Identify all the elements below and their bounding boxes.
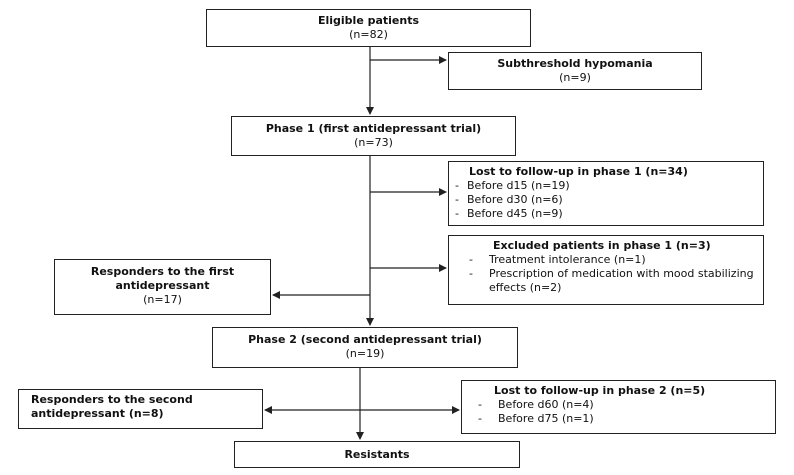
lost2-title: Lost to follow-up in phase 2 (n=5) — [494, 384, 706, 397]
lost-phase1-box: Lost to follow-up in phase 1 (n=34) - Be… — [448, 161, 764, 226]
lost1-item: - Before d45 (n=9) — [455, 207, 563, 220]
responders-first-box: Responders to the first antidepressant (… — [54, 259, 271, 315]
responders2-line1: Responders to the second — [31, 393, 193, 406]
eligible-count: (n=82) — [349, 28, 388, 41]
lost1-title: Lost to follow-up in phase 1 (n=34) — [469, 165, 688, 178]
eligible-title: Eligible patients — [317, 14, 420, 27]
resistants-box: Resistants — [234, 441, 520, 468]
resistants-title: Resistants — [344, 448, 410, 461]
responders1-count: (n=17) — [143, 293, 182, 306]
lost1-item: - Before d15 (n=19) — [455, 179, 570, 192]
phase2-count: (n=19) — [345, 347, 385, 360]
lost2-item: - Before d60 (n=4) — [478, 398, 594, 411]
eligible-patients-box: Eligible patients (n=82) — [206, 9, 531, 47]
responders2-line2: antidepressant (n=8) — [31, 407, 164, 420]
responders1-line1: Responders to the first — [90, 265, 235, 278]
phase1-box: Phase 1 (first antidepressant trial) (n=… — [231, 116, 516, 156]
responders1-line2: antidepressant — [115, 279, 210, 292]
subthreshold-hypomania-box: Subthreshold hypomania (n=9) — [448, 52, 702, 90]
phase2-title: Phase 2 (second antidepressant trial) — [248, 333, 482, 346]
phase1-count: (n=73) — [354, 136, 393, 149]
phase2-box: Phase 2 (second antidepressant trial) (n… — [212, 327, 518, 368]
hypomania-title: Subthreshold hypomania — [497, 57, 653, 70]
lost1-item: - Before d30 (n=6) — [455, 193, 563, 206]
responders-second-box: Responders to the second antidepressant … — [18, 389, 263, 429]
excluded-phase1-box: Excluded patients in phase 1 (n=3) - Tre… — [448, 235, 764, 305]
phase1-title: Phase 1 (first antidepressant trial) — [265, 122, 482, 135]
hypomania-count: (n=9) — [559, 71, 591, 84]
excluded1-title: Excluded patients in phase 1 (n=3) — [493, 239, 711, 252]
lost-phase2-box: Lost to follow-up in phase 2 (n=5) - Bef… — [461, 380, 776, 434]
excluded1-item: - Treatment intolerance (n=1) — [469, 253, 646, 266]
excluded1-item: - Prescription of medication with mood s… — [469, 267, 754, 294]
lost2-item: - Before d75 (n=1) — [478, 412, 594, 425]
